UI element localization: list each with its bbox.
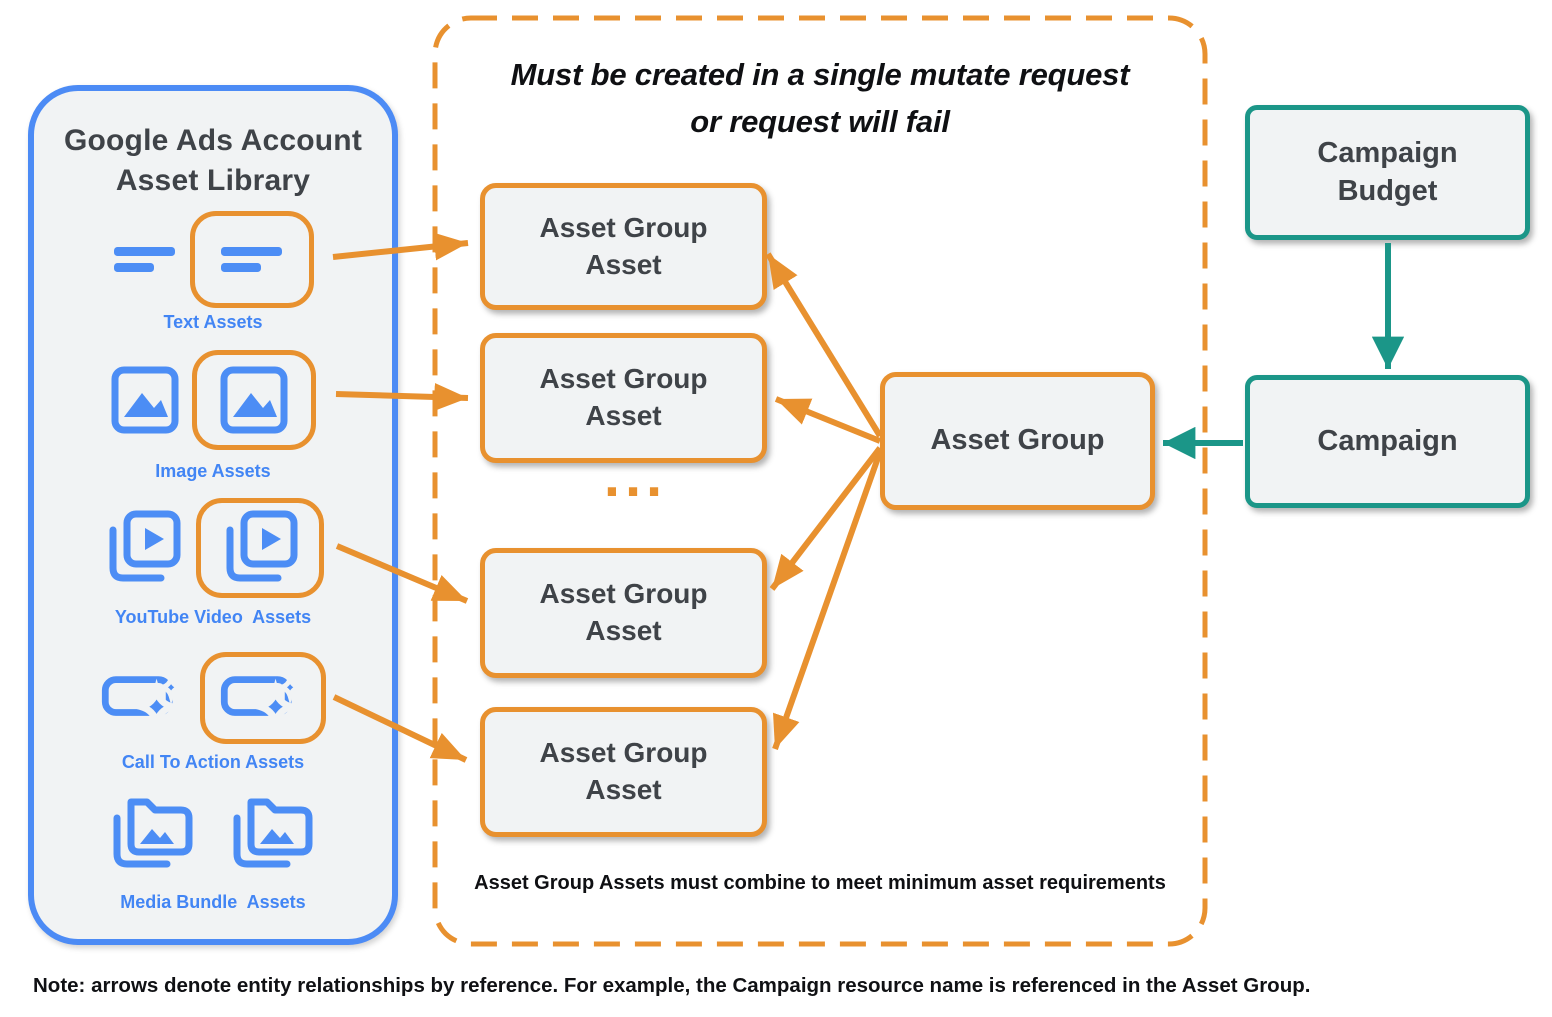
library-panel-title: Google Ads Account Asset Library xyxy=(34,121,392,200)
mutate-request-title: Must be created in a single mutate reque… xyxy=(432,52,1208,145)
footer-note: Note: arrows denote entity relationships… xyxy=(33,974,1311,997)
youtube-assets-row xyxy=(34,497,392,599)
mutate-title-line1: Must be created in a single mutate reque… xyxy=(510,57,1130,92)
asset-group-asset-label: Asset Group xyxy=(539,211,708,243)
more-asset-group-assets-ellipsis: ... xyxy=(603,444,668,509)
mutate-footnote: Asset Group Assets must combine to meet … xyxy=(474,872,1166,894)
asset-group-box: Asset Group xyxy=(880,372,1155,510)
asset-group-asset-label: Asset Group xyxy=(539,578,708,610)
library-title-line1: Google Ads Account xyxy=(63,124,363,157)
orange-highlight-outline xyxy=(195,498,324,598)
youtube-assets-label: YouTube Video Assets xyxy=(114,607,312,627)
asset-group-asset-label: Asset Group xyxy=(539,737,708,769)
text-lines-icon xyxy=(220,247,282,272)
mutate-title-line2: or request will fail xyxy=(690,103,950,139)
image-icon xyxy=(111,366,178,434)
asset-group-asset-box-1: Asset Group Asset xyxy=(480,183,767,310)
text-lines-icon xyxy=(113,247,175,272)
media-bundle-row xyxy=(34,784,392,879)
asset-library-panel: Google Ads Account Asset Library Text As… xyxy=(28,85,398,945)
campaign-box: Campaign xyxy=(1245,375,1530,508)
campaign-budget-label: Campaign Budget xyxy=(1317,136,1458,207)
cta-assets-label: Call To Action Assets xyxy=(121,752,305,772)
cta-sparkles-icon xyxy=(220,669,306,728)
image-icon xyxy=(220,366,287,434)
asset-group-asset-label: Asset xyxy=(585,400,662,431)
image-assets-label: Image Assets xyxy=(155,461,271,481)
media-bundle-label: Media Bundle Assets xyxy=(120,892,306,912)
asset-group-asset-label: Asset xyxy=(585,615,662,646)
video-library-icon xyxy=(109,510,180,582)
orange-highlight-outline xyxy=(191,350,316,450)
text-assets-label: Text Assets xyxy=(163,312,263,332)
campaign-label: Campaign xyxy=(1317,424,1458,457)
campaign-budget-box: Campaign Budget xyxy=(1245,105,1530,240)
cta-sparkles-icon xyxy=(101,669,187,728)
asset-group-asset-label: Asset xyxy=(585,774,662,805)
library-title-line2: Asset Library xyxy=(115,163,311,197)
orange-highlight-outline xyxy=(199,652,326,744)
text-assets-row xyxy=(34,209,392,309)
media-bundle-icon xyxy=(233,798,313,867)
video-library-icon xyxy=(226,510,297,582)
asset-group-asset-label: Asset xyxy=(585,248,662,280)
image-assets-row xyxy=(34,349,392,451)
asset-group-asset-box-2: Asset Group Asset xyxy=(480,333,767,463)
asset-group-asset-box-4: Asset Group Asset xyxy=(480,707,767,837)
media-bundle-icon xyxy=(113,798,193,867)
asset-group-label: Asset Group xyxy=(930,424,1105,457)
asset-group-asset-label: Asset Group xyxy=(539,363,708,395)
cta-assets-row xyxy=(34,649,392,747)
asset-group-asset-box-3: Asset Group Asset xyxy=(480,548,767,678)
orange-highlight-outline xyxy=(189,210,314,308)
